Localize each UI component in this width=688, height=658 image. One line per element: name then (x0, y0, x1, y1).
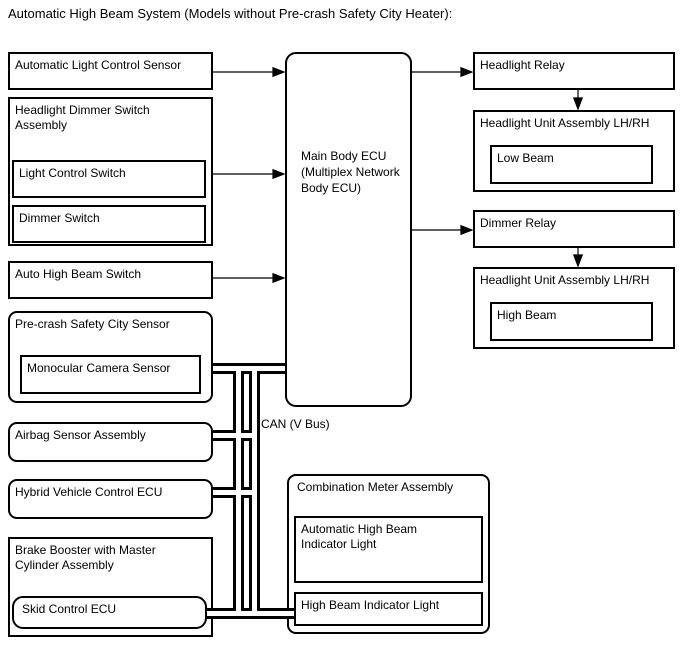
arrow-ecu-to-dimmer-relay (412, 224, 474, 236)
node-headlight-relay: Headlight Relay (473, 52, 675, 90)
can-bus-outer (207, 363, 294, 619)
node-label: Headlight Unit Assembly LH/RH (480, 116, 650, 130)
node-auto-high-beam-switch: Auto High Beam Switch (8, 261, 213, 299)
node-low-beam: Low Beam (490, 145, 653, 184)
node-label: Monocular Camera Sensor (27, 361, 171, 375)
can-bus-path-white (207, 366, 294, 616)
arrow-alcs-to-ecu (213, 66, 286, 78)
node-high-beam: High Beam (490, 302, 653, 341)
node-label: Automatic High Beam Indicator Light (301, 522, 418, 551)
node-label: High Beam (497, 308, 557, 322)
node-label: Headlight Dimmer Switch Assembly (15, 103, 150, 132)
node-label: Headlight Relay (480, 58, 565, 72)
node-label: Automatic Light Control Sensor (15, 58, 182, 72)
node-hybrid-vehicle-control-ecu: Hybrid Vehicle Control ECU (8, 479, 213, 519)
node-light-control-switch: Light Control Switch (12, 160, 206, 198)
can-bus-inner (207, 366, 294, 616)
node-skid-control-ecu: Skid Control ECU (12, 596, 207, 629)
node-label: Auto High Beam Switch (15, 267, 142, 281)
node-automatic-high-beam-indicator-light: Automatic High Beam Indicator Light (294, 516, 483, 583)
node-label: Main Body ECU (Multiplex Network Body EC… (301, 149, 400, 195)
node-label: Pre-crash Safety City Sensor (15, 317, 170, 331)
node-label: Brake Booster with Master Cylinder Assem… (15, 543, 156, 572)
arrow-dimmer-switch-assembly-to-ecu (213, 168, 286, 180)
node-label: Light Control Switch (19, 166, 126, 180)
node-dimmer-relay: Dimmer Relay (473, 210, 675, 248)
node-label: Dimmer Switch (19, 211, 100, 225)
node-label: Dimmer Relay (480, 216, 557, 230)
arrow-dimmer-relay-to-unit (572, 248, 584, 268)
diagram-title: Automatic High Beam System (Models witho… (8, 6, 453, 21)
node-dimmer-switch: Dimmer Switch (12, 205, 206, 243)
can-bus-label: CAN (V Bus) (261, 417, 330, 431)
can-bus-path-black (207, 363, 294, 619)
arrow-ecu-to-headlight-relay (412, 66, 474, 78)
node-label: Combination Meter Assembly (297, 480, 454, 494)
arrow-headlight-relay-to-unit (572, 90, 584, 111)
node-main-body-ecu: Main Body ECU (Multiplex Network Body EC… (285, 52, 412, 407)
node-automatic-light-control-sensor: Automatic Light Control Sensor (8, 52, 213, 90)
node-label: Hybrid Vehicle Control ECU (15, 485, 163, 499)
node-label: Airbag Sensor Assembly (15, 428, 146, 442)
node-label: Headlight Unit Assembly LH/RH (480, 273, 650, 287)
arrow-auto-high-beam-switch-to-ecu (213, 272, 286, 284)
node-label: High Beam Indicator Light (301, 598, 440, 612)
node-monocular-camera-sensor: Monocular Camera Sensor (20, 355, 201, 394)
node-label: Low Beam (497, 151, 554, 165)
node-label: Skid Control ECU (22, 602, 117, 616)
node-airbag-sensor-assembly: Airbag Sensor Assembly (8, 422, 213, 462)
node-high-beam-indicator-light: High Beam Indicator Light (294, 592, 483, 626)
